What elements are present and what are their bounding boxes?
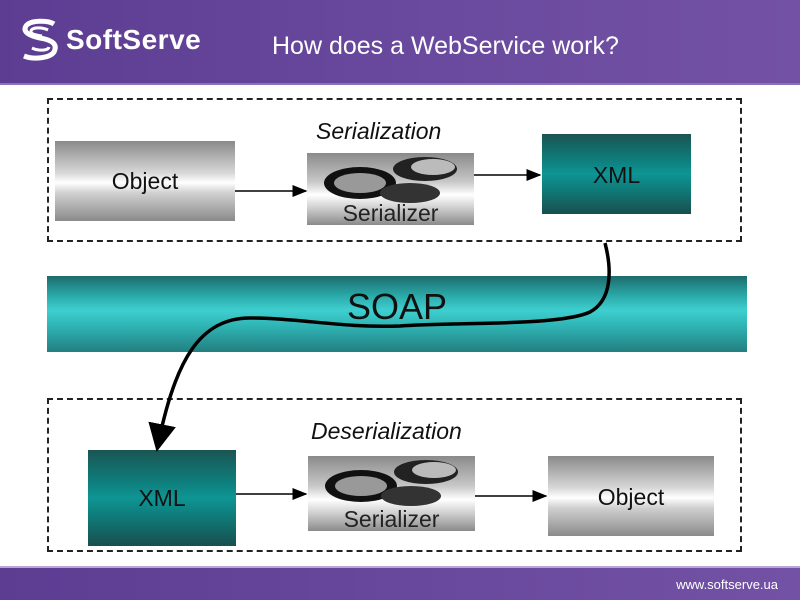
serialization-panel [47, 98, 742, 242]
logo-text: SoftServe [66, 24, 202, 55]
serialization-label: Serialization [316, 118, 442, 144]
object-label: Object [111, 167, 179, 194]
serializer-box-top: Serializer [307, 153, 474, 225]
soap-transport-band: SOAP [47, 276, 747, 352]
object-box-target: Object [548, 456, 714, 536]
deserialization-label: Deserialization [311, 418, 462, 444]
slide-header: SoftServe How does a WebService work? [0, 0, 800, 85]
gears-icon [324, 157, 457, 203]
softserve-logo: SoftServe [18, 18, 201, 62]
serializer-label: Serializer [342, 200, 439, 225]
serializer-label: Serializer [343, 506, 440, 531]
gears-icon [325, 460, 458, 506]
xml-label: XML [592, 162, 641, 188]
object-label: Object [597, 484, 665, 510]
xml-box-target: XML [542, 134, 691, 214]
object-box-source: Object [55, 141, 235, 221]
xml-label: XML [138, 484, 186, 511]
footer-url: www.softserve.ua [676, 577, 778, 592]
slide-title: How does a WebService work? [272, 32, 619, 60]
serializer-box-bottom: Serializer [308, 456, 475, 531]
xml-box-source: XML [88, 450, 236, 546]
slide-footer: www.softserve.ua [0, 566, 800, 600]
softserve-s-icon [22, 18, 58, 61]
soap-label: SOAP [346, 286, 448, 327]
